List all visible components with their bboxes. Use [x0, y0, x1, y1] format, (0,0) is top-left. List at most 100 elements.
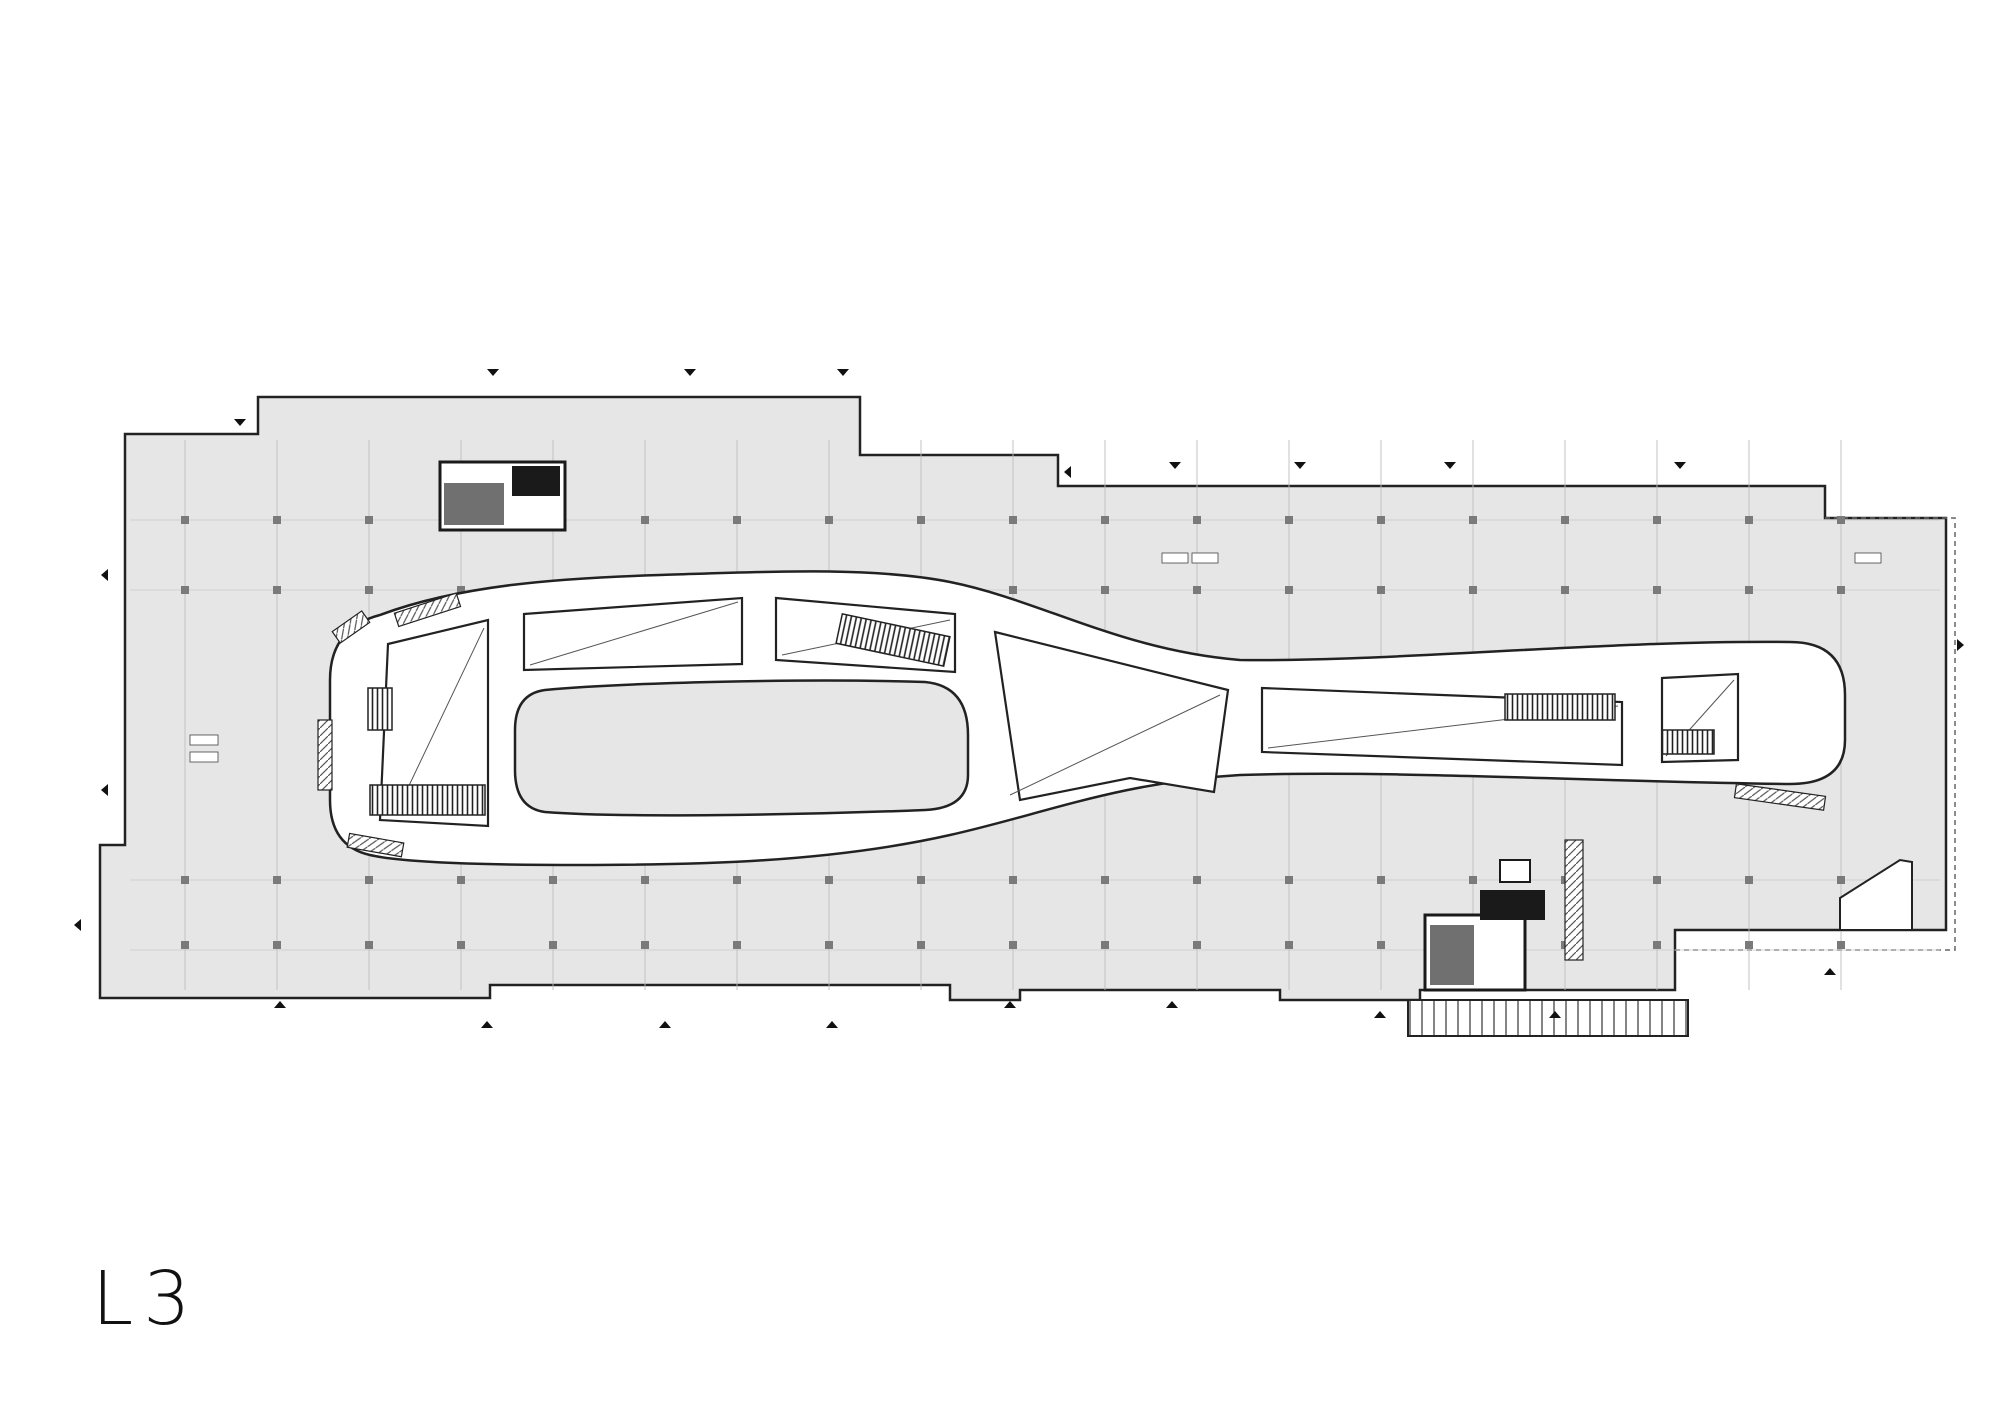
escalator-5	[367, 687, 393, 731]
column	[1377, 941, 1385, 949]
column	[181, 941, 189, 949]
column	[1009, 516, 1017, 524]
column	[1377, 516, 1385, 524]
column	[733, 941, 741, 949]
column	[825, 876, 833, 884]
entrance-markers	[74, 369, 1964, 1028]
column	[1285, 941, 1293, 949]
column	[1469, 516, 1477, 524]
column	[273, 516, 281, 524]
escalator-4	[1661, 729, 1715, 755]
entrance-arrow-icon	[487, 369, 499, 376]
south-balcony	[1407, 999, 1689, 1037]
column	[1561, 586, 1569, 594]
entrance-arrow-icon	[1549, 1011, 1561, 1018]
column	[641, 516, 649, 524]
column	[365, 876, 373, 884]
column	[1653, 516, 1661, 524]
column	[1745, 876, 1753, 884]
column	[549, 876, 557, 884]
entrance-arrow-icon	[659, 1021, 671, 1028]
column	[1653, 586, 1661, 594]
column	[273, 941, 281, 949]
column	[1101, 516, 1109, 524]
hatched-edges	[317, 592, 1827, 961]
angled-room	[1839, 858, 1913, 931]
column	[1837, 941, 1845, 949]
column	[825, 516, 833, 524]
column	[273, 876, 281, 884]
column	[365, 941, 373, 949]
column	[1837, 516, 1845, 524]
entrance-arrow-icon	[1444, 462, 1456, 469]
entrance-arrow-icon	[234, 419, 246, 426]
entrance-arrow-icon	[684, 369, 696, 376]
column	[181, 586, 189, 594]
column	[641, 876, 649, 884]
escalator-1	[369, 784, 486, 816]
entrance-arrow-icon	[826, 1021, 838, 1028]
column	[457, 586, 465, 594]
column	[733, 876, 741, 884]
column	[1837, 876, 1845, 884]
entrance-arrow-icon	[1064, 466, 1071, 478]
column	[1745, 941, 1753, 949]
entrance-arrow-icon	[1957, 639, 1964, 651]
column	[1561, 516, 1569, 524]
column	[1009, 586, 1017, 594]
service-cores	[438, 460, 1545, 992]
column	[917, 516, 925, 524]
escalators	[367, 613, 1715, 816]
entrance-arrow-icon	[1169, 462, 1181, 469]
column	[457, 941, 465, 949]
entrance-arrow-icon	[74, 919, 81, 931]
entrance-arrow-icon	[1824, 968, 1836, 975]
column	[1285, 586, 1293, 594]
column	[733, 516, 741, 524]
column	[1009, 876, 1017, 884]
column	[1193, 941, 1201, 949]
level-label: L3	[92, 1256, 201, 1342]
column	[1285, 876, 1293, 884]
column	[1745, 516, 1753, 524]
entrance-arrow-icon	[1374, 1011, 1386, 1018]
column	[1653, 941, 1661, 949]
column	[273, 586, 281, 594]
column	[1285, 516, 1293, 524]
entrance-arrow-icon	[481, 1021, 493, 1028]
column	[917, 941, 925, 949]
column	[365, 516, 373, 524]
column	[549, 941, 557, 949]
column	[1837, 586, 1845, 594]
column	[1377, 876, 1385, 884]
column	[1193, 516, 1201, 524]
escalator-3	[1504, 693, 1616, 721]
column	[1101, 876, 1109, 884]
column	[1101, 586, 1109, 594]
entrance-arrow-icon	[1004, 1001, 1016, 1008]
entrance-arrow-icon	[837, 369, 849, 376]
entrance-arrow-icon	[101, 784, 108, 796]
column	[181, 876, 189, 884]
column	[457, 876, 465, 884]
column	[181, 516, 189, 524]
atrium-void-1	[378, 618, 490, 828]
column	[1469, 876, 1477, 884]
entrance-arrow-icon	[1674, 462, 1686, 469]
escalator-2	[835, 613, 951, 667]
central-island	[513, 679, 970, 817]
entrance-arrow-icon	[274, 1001, 286, 1008]
column	[1193, 586, 1201, 594]
column	[1377, 586, 1385, 594]
column	[1193, 876, 1201, 884]
entrance-arrow-icon	[1294, 462, 1306, 469]
column	[1469, 586, 1477, 594]
column	[1009, 941, 1017, 949]
column	[825, 941, 833, 949]
entrance-arrow-icon	[101, 569, 108, 581]
column	[641, 941, 649, 949]
entrance-arrow-icon	[1166, 1001, 1178, 1008]
room-tags	[189, 552, 1882, 763]
